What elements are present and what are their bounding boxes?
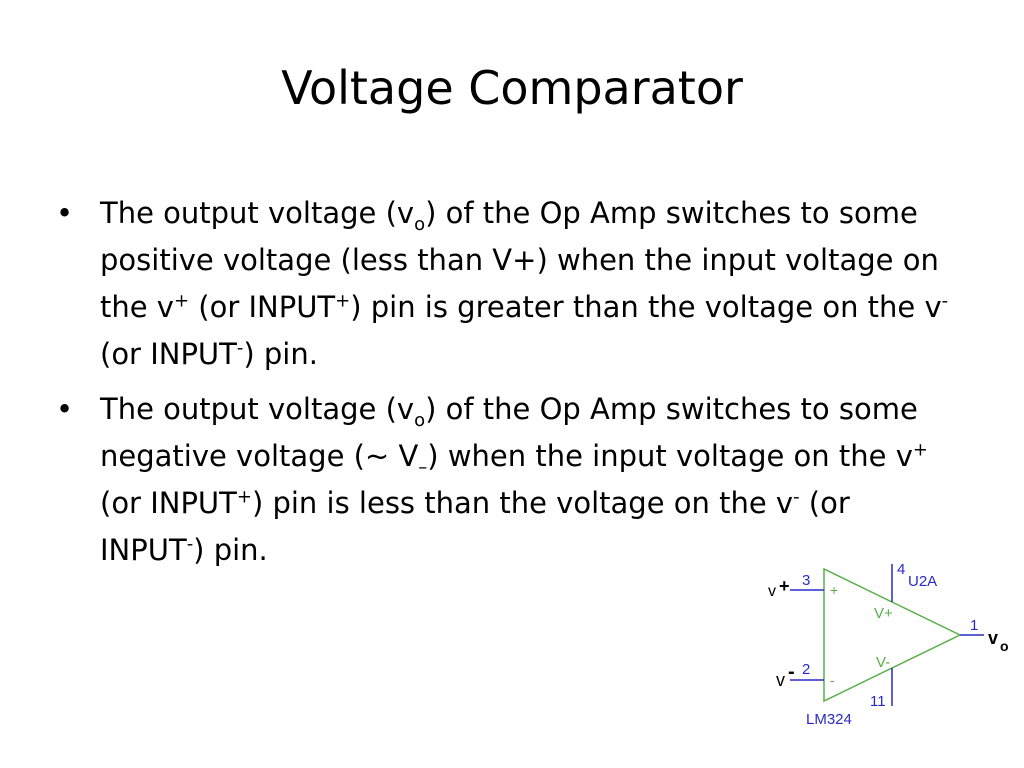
bullet-list: • The output voltage (vo) of the Op Amp … — [56, 190, 956, 582]
vo-node-subscript: o — [1000, 638, 1009, 654]
bullet-item: • The output voltage (vo) of the Op Amp … — [56, 190, 956, 378]
noninverting-input-sign: + — [830, 582, 838, 598]
subscript: – — [418, 456, 428, 478]
reference-designator: U2A — [908, 573, 937, 590]
superscript: + — [335, 290, 351, 312]
v-minus-node-label: v — [776, 670, 785, 690]
pin-1-label: 1 — [970, 617, 978, 634]
bullet-item: • The output voltage (vo) of the Op Amp … — [56, 386, 956, 574]
text-run: (or INPUT — [100, 486, 237, 520]
vo-node-label: v — [988, 628, 998, 648]
v-plus-node-sign: + — [779, 576, 790, 596]
pin-11-label: 11 — [870, 693, 886, 710]
superscript: - — [793, 486, 800, 508]
bullet-text: The output voltage (vo) of the Op Amp sw… — [100, 196, 948, 371]
pin-4-label: 4 — [897, 561, 905, 578]
text-run: ) pin. — [243, 337, 318, 371]
text-run: ) pin. — [193, 533, 268, 567]
part-number: LM324 — [806, 711, 852, 728]
text-run: (or INPUT — [100, 337, 237, 371]
text-run: ) of the Op Amp switches to some negativ… — [100, 392, 918, 473]
inverting-input-sign: - — [830, 672, 835, 688]
text-run: (or INPUT — [100, 486, 850, 567]
superscript: - — [186, 533, 194, 555]
op-amp-schematic: 3 2 4 11 1 + - V+ V- U2A LM324 v + v - v… — [768, 561, 1009, 728]
bullet-dot: • — [56, 392, 74, 426]
vplus-rail-label: V+ — [874, 605, 893, 622]
pin-2-label: 2 — [802, 661, 810, 678]
vminus-rail-label: V- — [876, 654, 890, 671]
bullet-text: The output voltage (vo) of the Op Amp sw… — [100, 392, 928, 567]
superscript: + — [912, 439, 928, 461]
bullet-dot: • — [56, 196, 74, 230]
superscript: - — [941, 290, 949, 312]
subscript: o — [414, 213, 426, 235]
superscript: + — [236, 486, 252, 508]
text-run: ) pin is greater than the voltage on the… — [350, 290, 942, 324]
superscript: + — [173, 290, 190, 312]
v-plus-node-label: v — [768, 583, 776, 600]
subscript: o — [414, 409, 426, 431]
v-minus-node-sign: - — [788, 661, 795, 683]
text-run: (or INPUT — [189, 290, 336, 324]
text-run: The output voltage (v — [100, 392, 415, 426]
superscript: - — [236, 337, 244, 359]
text-run: ) of the Op Amp switches to some positiv… — [100, 196, 939, 324]
text-run: ) when the input voltage on the v — [427, 439, 913, 473]
text-run: ) pin is less than the voltage on the v — [251, 486, 794, 520]
text-run: The output voltage (v — [100, 196, 415, 230]
pin-3-label: 3 — [802, 572, 810, 589]
slide-title: Voltage Comparator — [281, 61, 743, 115]
